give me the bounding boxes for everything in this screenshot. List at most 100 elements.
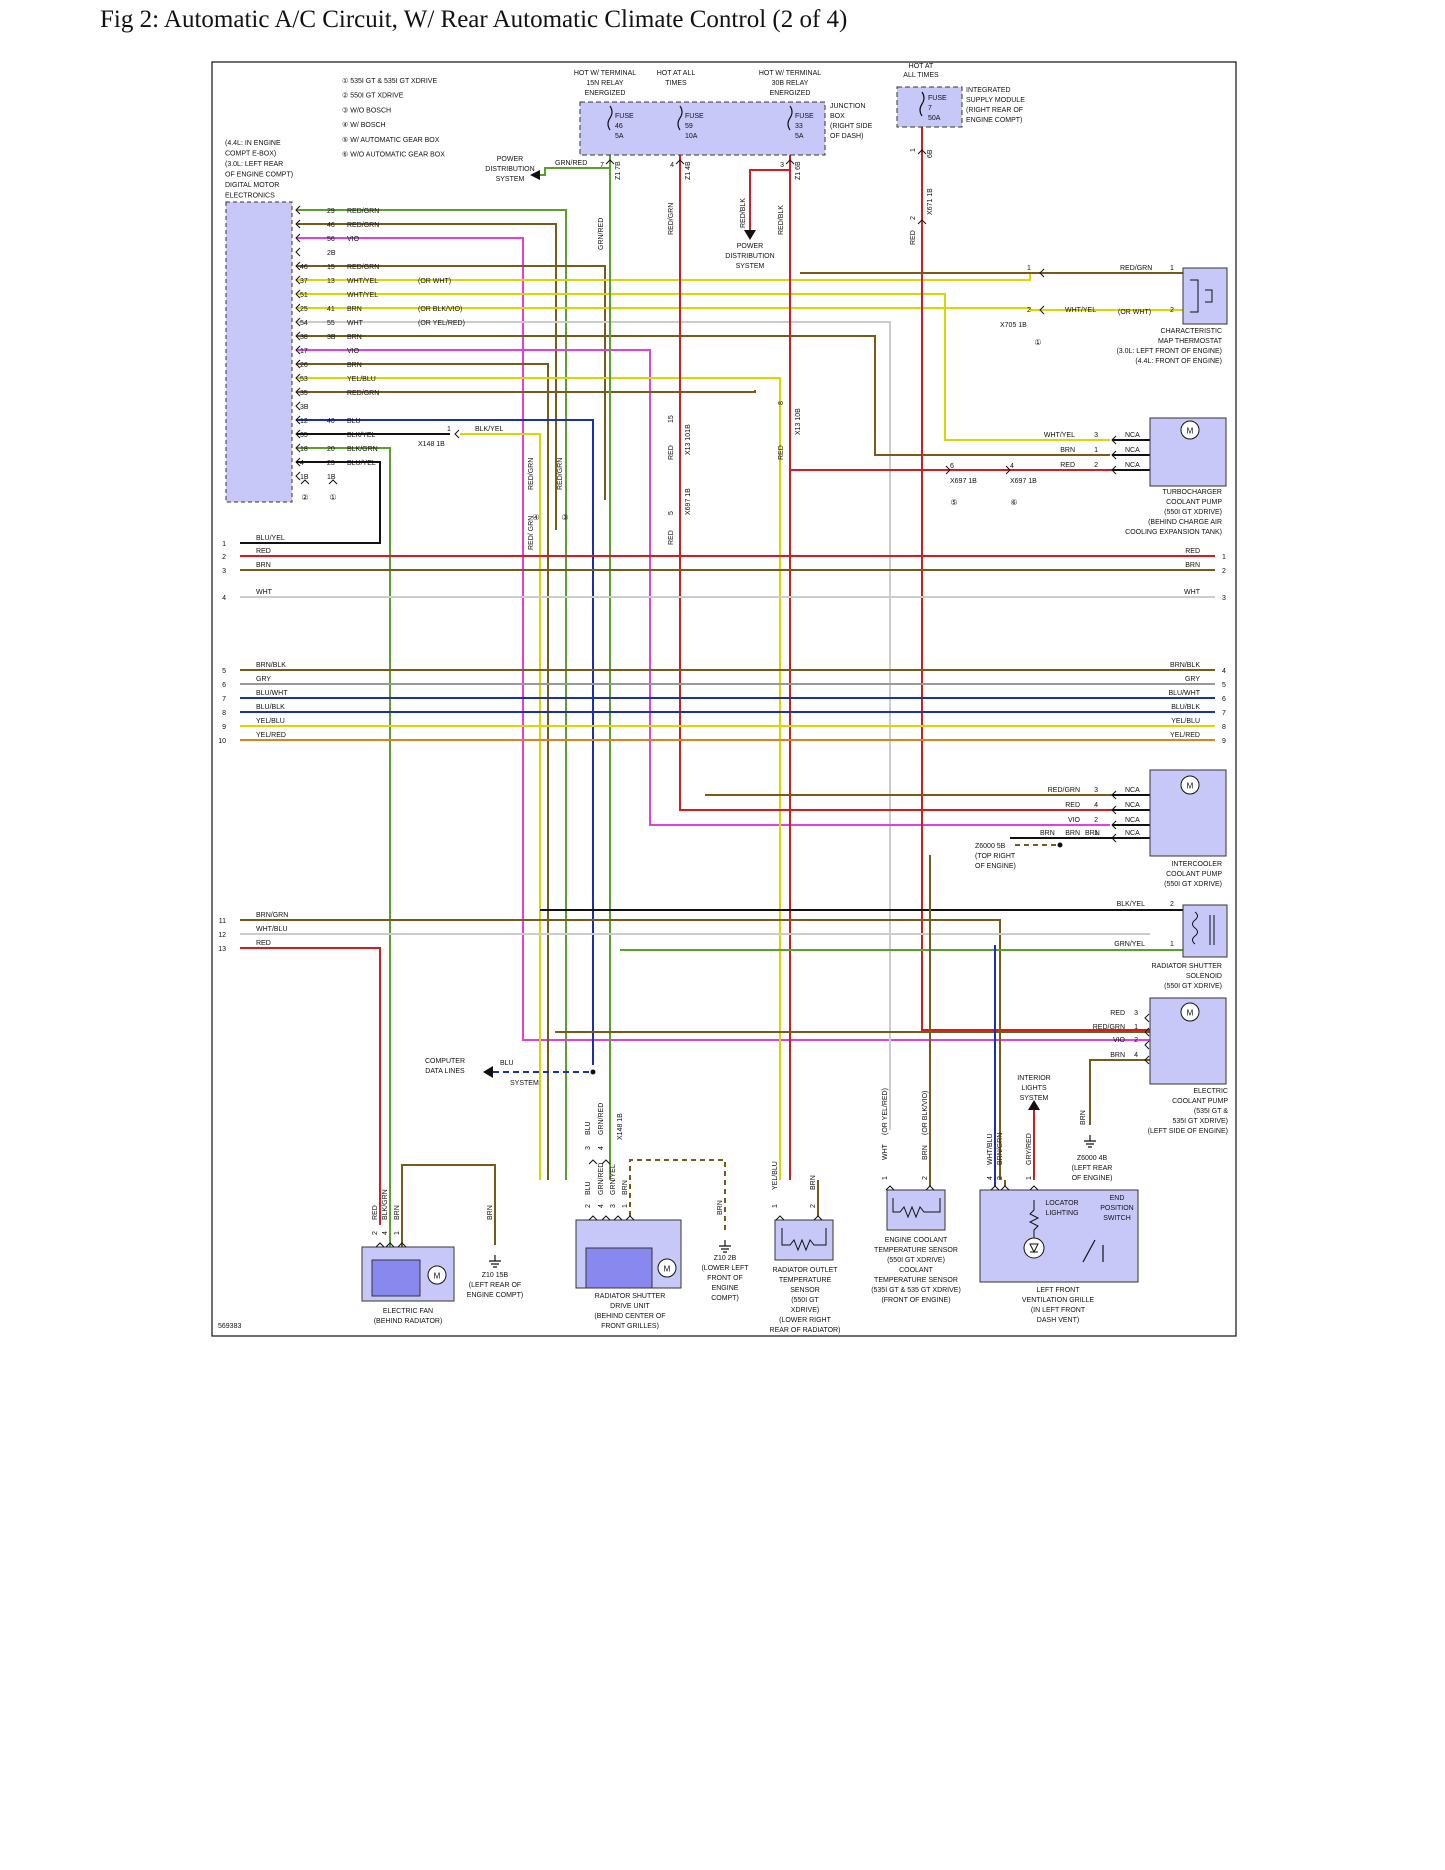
intercooler-pump-pin — [1111, 820, 1117, 830]
interior-lights-system: SYSTEM — [1020, 1095, 1049, 1102]
harness-left-number: 11 — [219, 918, 226, 925]
drive-unit-name: (BEHIND CENTER OF — [594, 1313, 665, 1320]
dme-pin-number: 3B — [300, 404, 309, 411]
dme-pin — [295, 233, 301, 243]
solenoid-name: RADIATOR SHUTTER — [1151, 963, 1222, 970]
dme-name: (3.0L: LEFT REAR — [225, 161, 283, 168]
ect-wire: (OR BLK/VIO) — [922, 1091, 929, 1135]
dme-wire-color: VIO — [347, 236, 360, 243]
wire-label-vertical: RED/BLK — [778, 205, 785, 235]
wire-brn-coolant-ground — [1089, 1059, 1150, 1125]
dme-pin-number: 2B — [327, 250, 336, 257]
turbo-pump-nca: NCA — [1125, 432, 1140, 439]
fan-ground: ENGINE COMPT) — [467, 1292, 523, 1299]
turbo-pump-pin — [1111, 465, 1117, 475]
power-dist-center: POWER — [737, 243, 763, 250]
fuse-icon — [677, 105, 683, 131]
dme-pin-number: 29 — [327, 208, 335, 215]
dme-pin — [295, 289, 301, 299]
harness-wire-11 — [240, 919, 1001, 1180]
motor-icon-letter: M — [1187, 782, 1194, 791]
grille-pin-number: 2 — [997, 1176, 1004, 1180]
fuse-header: ENERGIZED — [770, 90, 811, 97]
fan-pin — [397, 1242, 407, 1248]
dme-wire-color: WHT — [347, 320, 364, 327]
turbo-pump-pin-number: 3 — [1094, 432, 1098, 439]
isu-name: (RIGHT REAR OF — [966, 107, 1023, 114]
thermostat-name: (3.0L: LEFT FRONT OF ENGINE) — [1116, 348, 1222, 355]
page-title: Fig 2: Automatic A/C Circuit, W/ Rear Au… — [100, 6, 848, 33]
fuse-header: HOT AT ALL — [657, 70, 696, 77]
junction-pin-number: 3 — [780, 162, 784, 169]
thermostat-icon — [1190, 279, 1213, 313]
connector-label: X13 10B — [795, 408, 802, 435]
isu-name: ENGINE COMPT) — [966, 117, 1022, 124]
intercooler-pump-pin-number: 3 — [1094, 787, 1098, 794]
thermostat-pin-number: 2 — [1170, 307, 1174, 314]
turbo-connector — [945, 465, 951, 475]
coolant-pump-name: 535I GT XDRIVE) — [1172, 1118, 1228, 1125]
splice-dot — [1057, 842, 1063, 848]
coolant-pump-name: COOLANT PUMP — [1172, 1098, 1228, 1105]
drive-ground-wire: BRN — [717, 1200, 724, 1215]
motor-icon-letter: M — [664, 1265, 671, 1274]
ect-sensor-name: ENGINE COOLANT — [885, 1237, 948, 1244]
drive-ground: COMPT) — [711, 1295, 739, 1302]
coolant-pump-name: ELECTRIC — [1193, 1088, 1228, 1095]
drive-unit-wire: BLU — [585, 1181, 592, 1195]
harness-left-wire: BLU/BLK — [256, 704, 285, 711]
dme-pin — [295, 443, 301, 453]
dme-wire-color: BLU — [347, 418, 361, 425]
coolant-pump-wire: BRN — [1110, 1052, 1125, 1059]
grille-pin-number: 1 — [1026, 1176, 1033, 1180]
turbo-pump-name: (BEHIND CHARGE AIR — [1148, 519, 1222, 526]
fuse-header: 15N RELAY — [586, 80, 624, 87]
harness-left-wire: GRY — [256, 676, 271, 683]
figure-id: 569383 — [218, 1323, 241, 1330]
integrated-supply-module — [896, 86, 963, 128]
turbo-pump-pin — [1111, 435, 1117, 445]
variant-mark: ⑤ — [950, 498, 957, 507]
arrow-left-icon — [530, 170, 540, 180]
drive-unit-pin-number: 3 — [610, 1204, 617, 1208]
dme-wire-color: YEL/BLU — [347, 376, 376, 383]
drive-unit-pin-number: 4 — [598, 1204, 605, 1208]
ect-sensor-name: (535I GT & 535 GT XDRIVE) — [871, 1287, 961, 1294]
drive-unit-body — [585, 1247, 653, 1289]
fan-motor-body — [371, 1259, 421, 1297]
fuse-header: HOT W/ TERMINAL — [574, 70, 636, 77]
dme-pin — [295, 429, 301, 439]
variant-mark: ② — [301, 493, 308, 502]
harness-left-wire: WHT/BLU — [256, 926, 288, 933]
wire-blu-yel-23 — [240, 461, 381, 544]
grille-locator-lighting: LIGHTING — [1045, 1210, 1078, 1217]
thermostat-wire: WHT/YEL — [1065, 307, 1096, 314]
intercooler-ground: OF ENGINE) — [975, 863, 1016, 870]
splice-dot — [590, 1069, 596, 1075]
x148-wire: BLK/YEL — [475, 426, 504, 433]
power-dist-wire: GRN/RED — [555, 160, 587, 167]
variant-mark: ① — [329, 493, 336, 502]
dme-module — [225, 201, 293, 503]
x148-connector — [454, 429, 460, 439]
dme-pin-number: 40 — [327, 418, 335, 425]
ground-icon — [719, 1240, 731, 1253]
pin-number: 8 — [778, 401, 785, 405]
pin-number: 5 — [668, 511, 675, 515]
wire-wht-yel-51 — [296, 293, 1110, 441]
dme-pin — [295, 471, 301, 481]
grille-name: (IN LEFT FRONT — [1031, 1307, 1086, 1314]
harness-left-number: 8 — [222, 710, 226, 717]
harness-left-number: 6 — [222, 682, 226, 689]
wire-red-grn-29 — [296, 209, 567, 1180]
connector-label: X697 1B — [685, 488, 692, 515]
dme-pin — [295, 303, 301, 313]
dme-name: ELECTRONICS — [225, 193, 275, 200]
fuse-label: 59 — [685, 123, 693, 130]
turbo-connector-pin: 4 — [1010, 463, 1014, 470]
junction-pin — [675, 159, 685, 165]
wire-brn-26 — [296, 363, 549, 1180]
drive-ground: FRONT OF — [707, 1275, 743, 1282]
dme-wire-note: (OR BLK/VIO) — [418, 306, 462, 313]
fuse-header: TIMES — [665, 80, 687, 87]
